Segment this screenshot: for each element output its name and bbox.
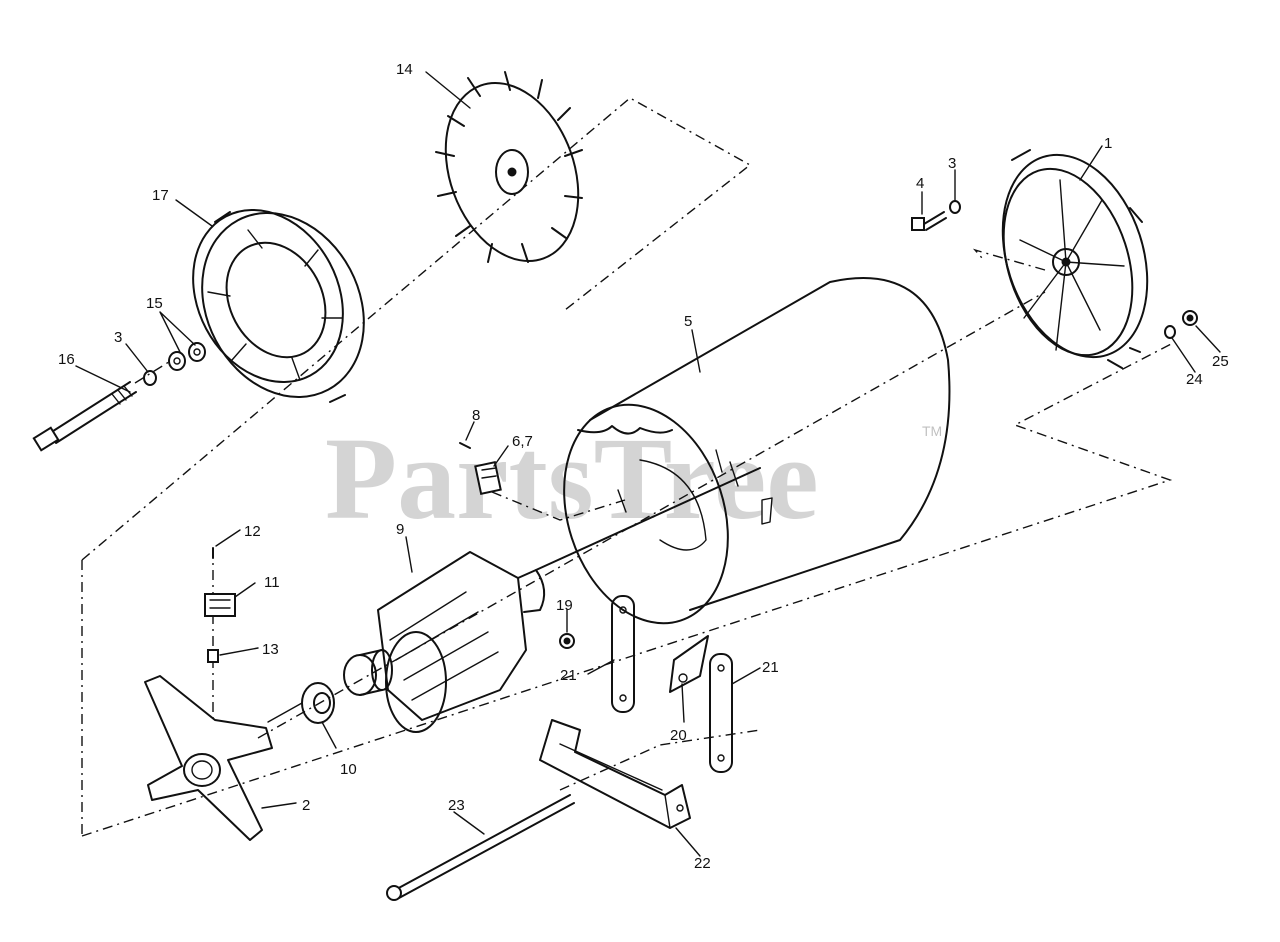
callout-labels: 1 2 3 3 4 5 6,7 8 9 10 11 12 13 14 15 16… — [58, 61, 1229, 872]
callout-20: 20 — [670, 727, 687, 744]
fan-cover — [192, 209, 365, 403]
callout-13: 13 — [262, 641, 279, 658]
callout-3-left: 3 — [114, 329, 122, 346]
callout-24: 24 — [1186, 371, 1203, 388]
nut-19 — [559, 633, 575, 649]
x-frame-2 — [144, 675, 273, 841]
watermark-trademark: TM — [922, 423, 942, 439]
guide-bracket-22 — [559, 729, 761, 791]
callout-8: 8 — [472, 407, 480, 424]
lock-washer-3 — [143, 370, 157, 386]
callout-17: 17 — [152, 187, 169, 204]
cooling-fan — [435, 71, 583, 263]
callout-25: 25 — [1212, 353, 1229, 370]
callout-9: 9 — [396, 521, 404, 538]
lock-washer-3-upper — [949, 200, 961, 214]
brush-13 — [207, 649, 219, 663]
callout-10: 10 — [340, 761, 357, 778]
callout-2: 2 — [302, 797, 310, 814]
cap-screw-4 — [911, 211, 947, 231]
callout-15: 15 — [146, 295, 163, 312]
slip-ring — [343, 649, 393, 696]
callout-14: 14 — [396, 61, 413, 78]
brush-holder-11 — [204, 593, 236, 617]
washers-15 — [168, 342, 206, 371]
nut-25 — [1182, 310, 1198, 326]
callout-21-left: 21 — [560, 667, 577, 684]
callout-19: 19 — [556, 597, 573, 614]
callout-1: 1 — [1104, 135, 1112, 152]
tie-rod-23 — [386, 794, 575, 901]
guide-axis-main — [257, 291, 1046, 739]
guide-bolt-16 — [134, 359, 173, 384]
callout-16: 16 — [58, 351, 75, 368]
callout-12: 12 — [244, 523, 261, 540]
leader-lines — [75, 71, 1221, 857]
guide-upper-frame — [81, 97, 752, 561]
guide-axis-rear — [972, 248, 1046, 271]
callout-23: 23 — [448, 797, 465, 814]
stator-housing — [563, 277, 951, 625]
strap-21-left — [611, 595, 635, 713]
clip-20 — [669, 635, 709, 693]
callout-6-7: 6,7 — [512, 433, 533, 450]
callout-22: 22 — [694, 855, 711, 872]
callout-21-right: 21 — [762, 659, 779, 676]
callout-3-right: 3 — [948, 155, 956, 172]
callout-5: 5 — [684, 313, 692, 330]
callout-4: 4 — [916, 175, 924, 192]
assembly-guide-lines — [81, 97, 1176, 837]
guide-block-67 — [491, 491, 626, 521]
mounting-bracket-22 — [539, 719, 691, 829]
through-bolt — [32, 381, 137, 452]
end-bell — [1001, 149, 1149, 369]
callout-11: 11 — [264, 574, 280, 591]
terminal-block-6-7 — [474, 461, 502, 495]
rotor-armature — [377, 467, 761, 733]
bearing-10 — [267, 682, 335, 724]
washer-24 — [1164, 325, 1176, 339]
strap-21-right — [709, 653, 733, 773]
terminal-screw-8 — [459, 442, 471, 449]
guide-lower-frame — [81, 341, 1176, 837]
